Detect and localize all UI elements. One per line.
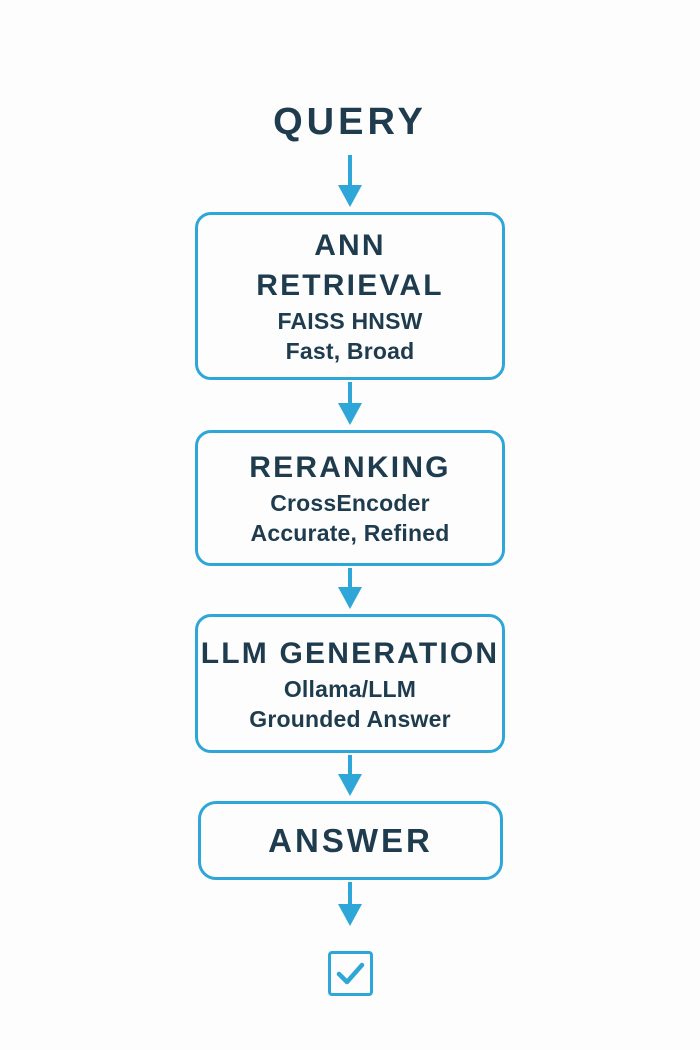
node-llm-generation[interactable]: LLM GENERATION Ollama/LLM Grounded Answe…: [195, 614, 505, 753]
node-ann-retrieval-subtitle-1: FAISS HNSW: [277, 308, 423, 334]
node-ann-retrieval[interactable]: ANN RETRIEVAL FAISS HNSW Fast, Broad: [195, 212, 505, 380]
node-ann-retrieval-subtitle-2: Fast, Broad: [285, 338, 415, 364]
node-ann-retrieval-title-line1: ANN: [314, 229, 386, 262]
node-reranking-title: RERANKING: [249, 451, 451, 484]
node-llm-generation-title: LLM GENERATION: [200, 636, 500, 670]
node-answer[interactable]: ANSWER: [198, 801, 503, 880]
node-reranking[interactable]: RERANKING CrossEncoder Accurate, Refined: [195, 430, 505, 566]
node-answer-title: ANSWER: [268, 821, 433, 859]
node-llm-generation-subtitle-2: Grounded Answer: [249, 705, 451, 732]
node-llm-generation-subtitle-1: Ollama/LLM: [283, 675, 417, 702]
checkbox-checked-icon[interactable]: [328, 951, 373, 996]
node-ann-retrieval-title-line2: RETRIEVAL: [256, 269, 444, 302]
node-reranking-subtitle-1: CrossEncoder: [270, 490, 430, 516]
page-title: QUERY: [273, 101, 427, 143]
node-reranking-subtitle-2: Accurate, Refined: [250, 520, 450, 546]
